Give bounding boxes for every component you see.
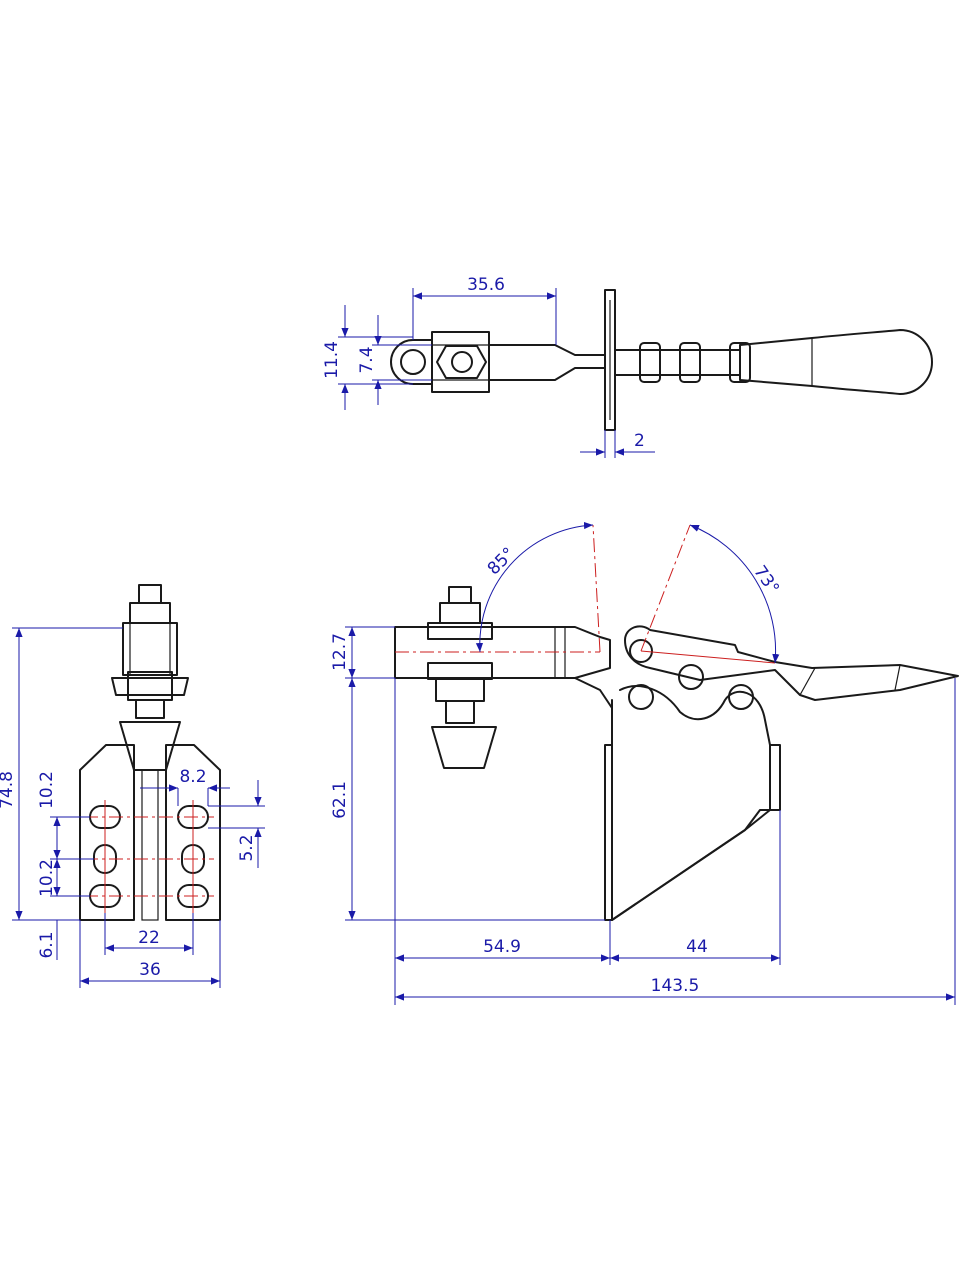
dim-36: 36 xyxy=(139,960,161,980)
dim-22: 22 xyxy=(138,928,160,948)
dim-44: 44 xyxy=(686,937,708,957)
dim-7-4: 7.4 xyxy=(357,346,377,373)
side-view: 85° 73° 12.7 62.1 54.9 44 143.5 xyxy=(330,521,959,1005)
top-view: 35.6 11.4 7.4 2 xyxy=(322,275,933,458)
dim-10-2-upper: 10.2 xyxy=(37,771,57,809)
dim-2: 2 xyxy=(634,431,645,451)
angle-73: 73° xyxy=(749,562,783,598)
dim-10-2-lower: 10.2 xyxy=(37,859,57,897)
dim-8-2: 8.2 xyxy=(179,767,206,787)
dim-74-8: 74.8 xyxy=(0,771,17,809)
dim-6-1: 6.1 xyxy=(37,931,57,958)
front-view: 74.8 10.2 10.2 6.1 8.2 5.2 22 xyxy=(0,584,265,988)
dim-62-1: 62.1 xyxy=(330,781,350,819)
angle-85: 85° xyxy=(484,544,519,579)
dim-143-5: 143.5 xyxy=(651,976,700,996)
dim-11-4: 11.4 xyxy=(322,341,342,379)
dim-5-2: 5.2 xyxy=(237,834,257,861)
dim-54-9: 54.9 xyxy=(483,937,521,957)
dim-12-7: 12.7 xyxy=(330,633,350,671)
dim-35-6: 35.6 xyxy=(467,275,505,295)
